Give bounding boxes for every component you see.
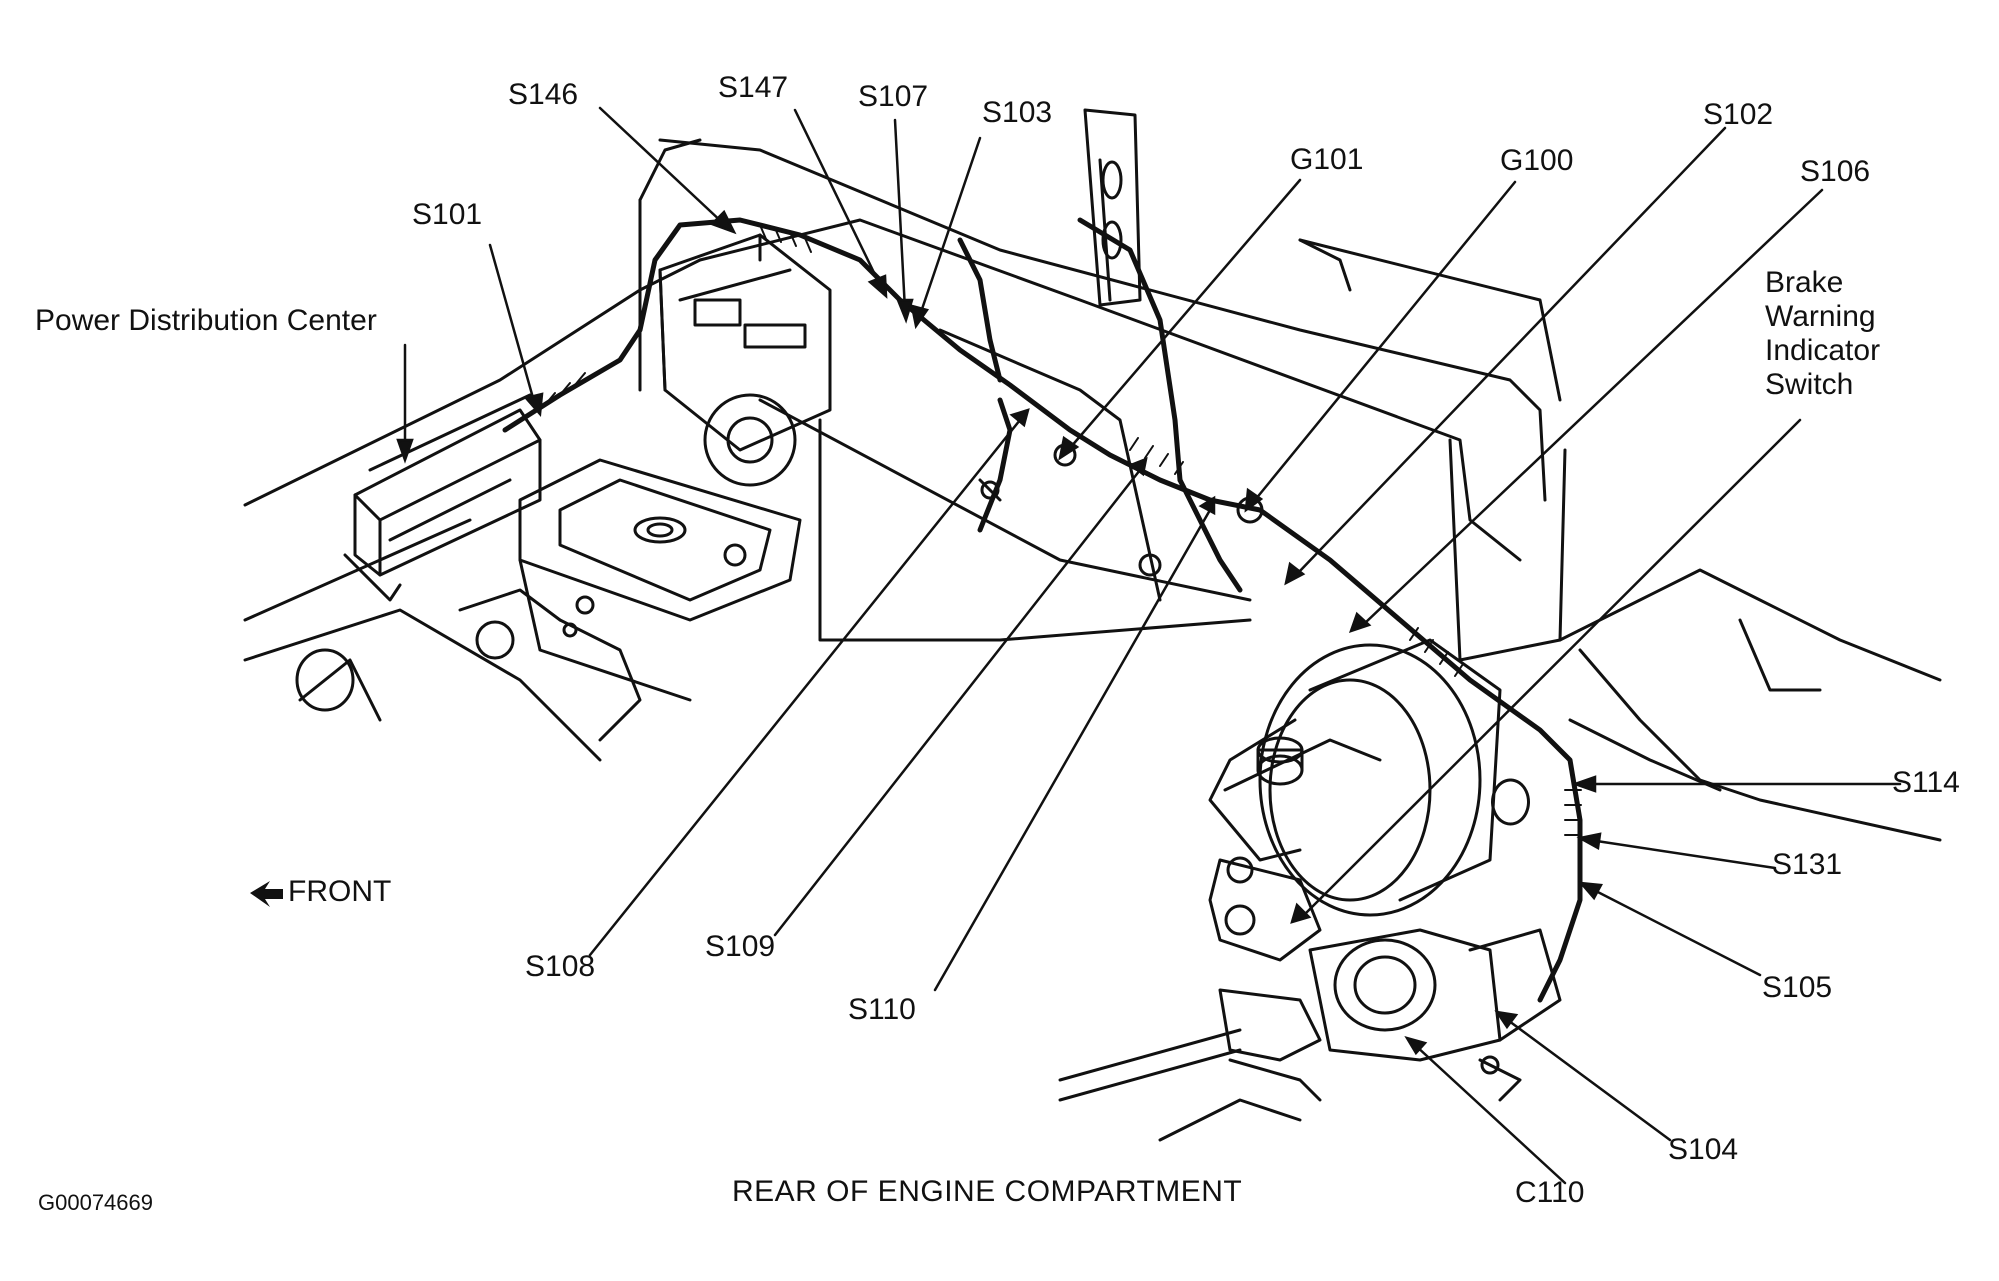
leader-lines — [396, 106, 1902, 1185]
label-s102: S102 — [1703, 98, 1774, 131]
leader-s106 — [1348, 188, 1824, 633]
label-s101: S101 — [412, 198, 483, 231]
leader-s103 — [910, 136, 982, 330]
leader-s131 — [1576, 832, 1777, 870]
leader-s146 — [598, 106, 737, 235]
controller-module-shape — [658, 233, 832, 487]
leader-s147 — [793, 108, 888, 299]
label-s105: S105 — [1762, 971, 1833, 1004]
label-s106: S106 — [1800, 155, 1871, 188]
label-s114: S114 — [1892, 766, 1960, 799]
leader-g100 — [1244, 180, 1517, 513]
leader-s107 — [893, 118, 914, 324]
battery-tray-shape — [518, 458, 802, 702]
label-s109: S109 — [705, 930, 776, 963]
cowl-brace — [1083, 108, 1142, 307]
figure-id: G00074669 — [38, 1190, 153, 1215]
leader-s101 — [488, 243, 544, 417]
fender-shape — [243, 588, 642, 762]
front-arrow-icon — [250, 881, 283, 907]
leader-s102 — [1284, 126, 1727, 586]
label-s104: S104 — [1668, 1133, 1739, 1166]
firewall-outline — [243, 138, 1942, 842]
label-s147: S147 — [718, 71, 789, 104]
figure-caption: REAR OF ENGINE COMPARTMENT — [732, 1175, 1243, 1208]
leader-s114 — [1571, 775, 1902, 793]
leader-s110 — [933, 495, 1216, 992]
leader-s105 — [1577, 881, 1762, 977]
label-g100: G100 — [1500, 144, 1574, 177]
label-s146: S146 — [508, 78, 579, 111]
label-s131: S131 — [1772, 848, 1843, 881]
leader-s109 — [773, 456, 1148, 937]
leader-brake-warning-switch — [1290, 418, 1802, 924]
leader-s108 — [588, 408, 1030, 957]
label-s103: S103 — [982, 96, 1053, 129]
label-power-distribution-center: Power Distribution Center — [35, 304, 377, 337]
wiring-harness — [502, 217, 1583, 1003]
label-brake-warning-indicator-switch: Brake Warning Indicator Switch — [1765, 266, 1881, 401]
leader-power-distribution-center — [396, 343, 414, 464]
leader-s104 — [1494, 1010, 1672, 1142]
label-g101: G101 — [1290, 143, 1364, 176]
ground-points — [978, 443, 1264, 577]
label-c110: C110 — [1515, 1176, 1585, 1209]
leader-g101 — [1058, 178, 1302, 461]
front-orientation-label: FRONT — [288, 875, 392, 908]
label-s110: S110 — [848, 993, 916, 1026]
leader-c110 — [1404, 1035, 1567, 1185]
label-s108: S108 — [525, 950, 596, 983]
label-s107: S107 — [858, 80, 929, 113]
hydraulic-unit-shape — [1058, 928, 1562, 1142]
